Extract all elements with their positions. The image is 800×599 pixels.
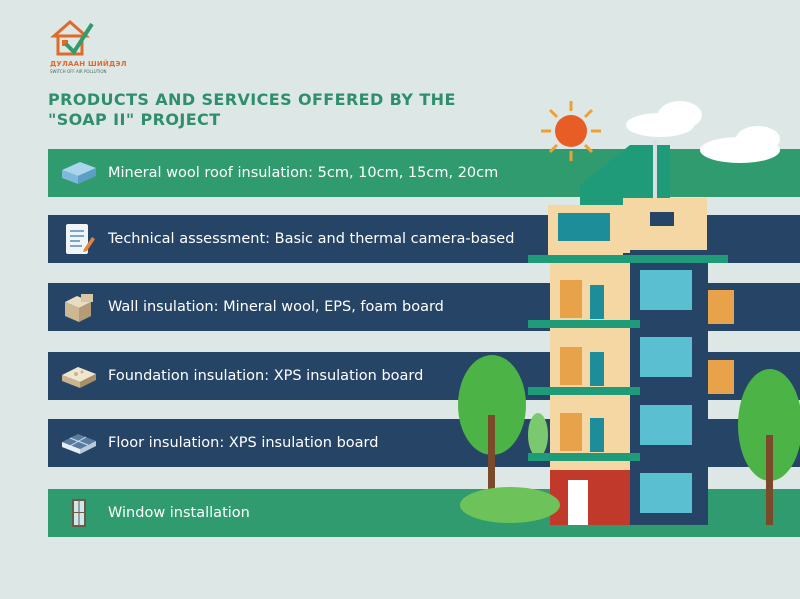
floor-tiles-icon	[60, 424, 98, 462]
title-line-2: "SOAP II" PROJECT	[48, 110, 221, 129]
service-label: Foundation insulation: XPS insulation bo…	[108, 368, 424, 384]
logo-tagline: SWITCH OFF AIR POLLUTION	[50, 69, 107, 74]
title-line-1: PRODUCTS AND SERVICES OFFERED BY THE	[48, 90, 456, 109]
service-roof-insulation: Mineral wool roof insulation: 5cm, 10cm,…	[48, 149, 800, 197]
building-illustration	[458, 101, 800, 525]
sun-icon	[541, 101, 601, 161]
service-label: Window installation	[108, 505, 250, 521]
page-title: PRODUCTS AND SERVICES OFFERED BY THE "SO…	[48, 90, 528, 130]
house-check-logo-icon	[50, 20, 94, 56]
cloud-icon	[626, 101, 780, 163]
wall-blocks-icon	[60, 288, 98, 326]
mineral-wool-slab-icon	[60, 154, 98, 192]
foundation-board-icon	[60, 357, 98, 395]
service-label: Mineral wool roof insulation: 5cm, 10cm,…	[108, 165, 499, 181]
logo: ДУЛААН ШИЙДЭЛ SWITCH OFF AIR POLLUTION	[48, 14, 128, 74]
tree-right-icon	[738, 369, 800, 525]
building	[528, 140, 734, 525]
window-icon	[60, 494, 98, 532]
service-label: Floor insulation: XPS insulation board	[108, 435, 379, 451]
document-pen-icon	[60, 220, 98, 258]
logo-brand-text: ДУЛААН ШИЙДЭЛ	[50, 60, 127, 68]
service-label: Wall insulation: Mineral wool, EPS, foam…	[108, 299, 444, 315]
service-label: Technical assessment: Basic and thermal …	[108, 231, 515, 247]
tree-left-icon	[458, 355, 548, 495]
bush-icon	[460, 487, 560, 523]
